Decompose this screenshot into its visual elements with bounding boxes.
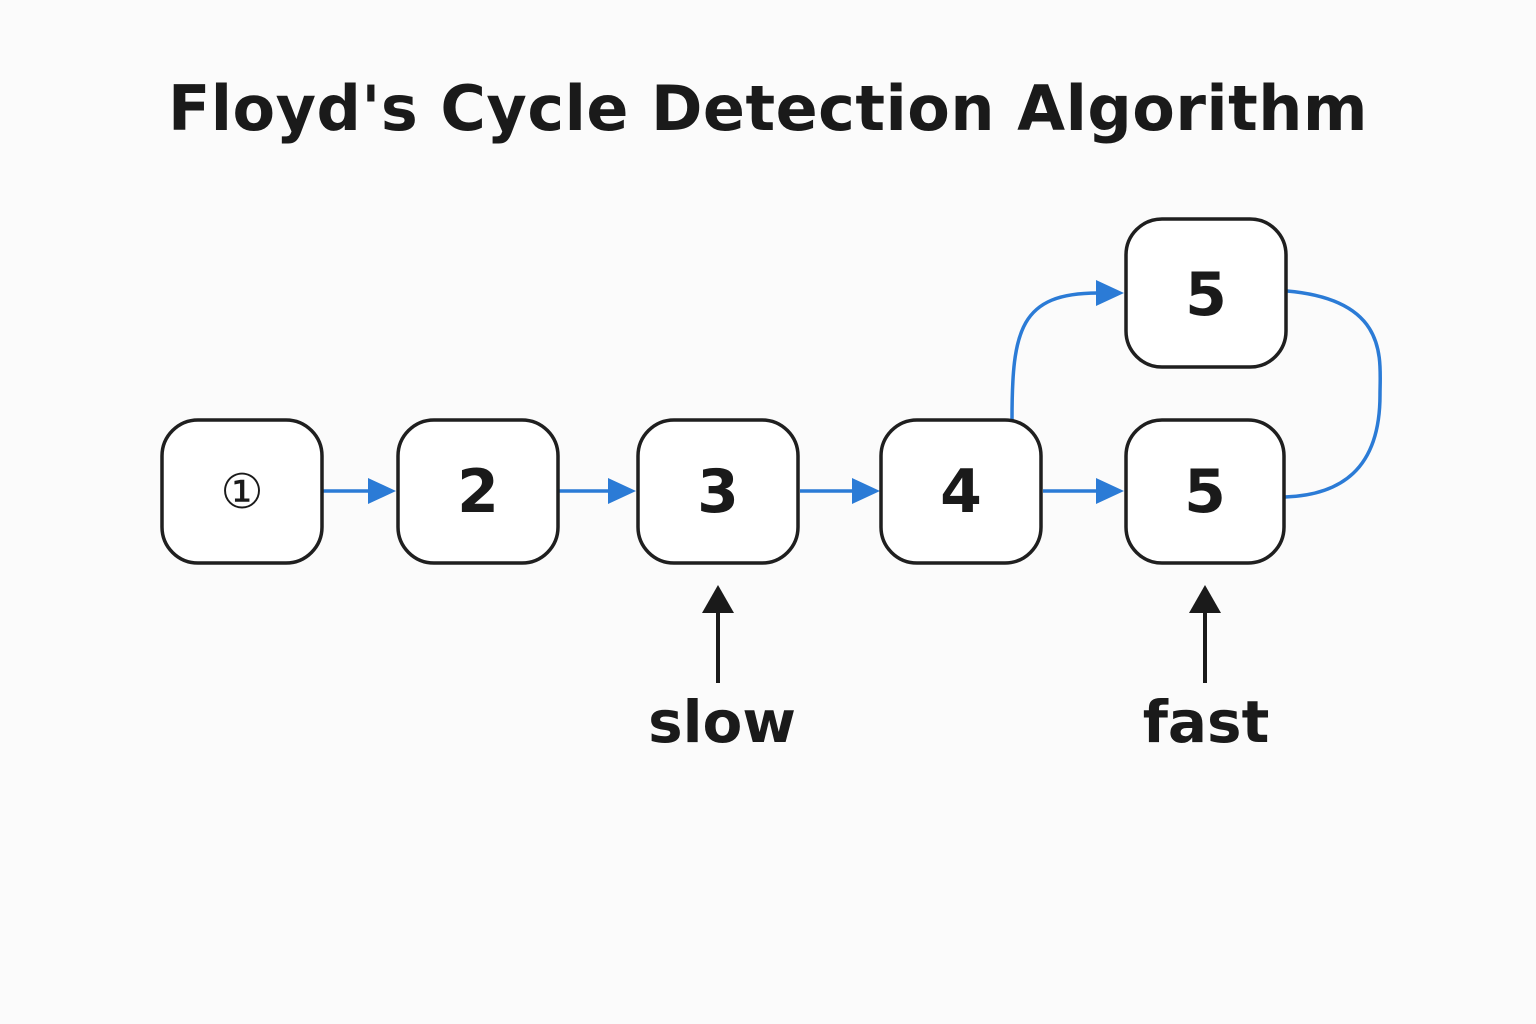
node-2: 2 [396,418,560,565]
node-4: 4 [879,418,1043,565]
diagram-title: Floyd's Cycle Detection Algorithm [167,72,1369,145]
slow-pointer: slow [648,585,796,756]
node-2-label: 2 [457,457,499,527]
node-3: 3 [636,418,800,565]
node-5-top: 5 [1124,217,1288,369]
edge-4-to-5-top [1010,280,1124,421]
edge-3-to-4 [800,478,880,504]
fast-pointer-label: fast [1143,688,1270,756]
edge-5-top-to-5-bottom-cycle [1284,289,1382,499]
fast-pointer: fast [1143,585,1270,756]
slow-pointer-arrowhead [702,585,734,613]
node-5-bottom-label: 5 [1184,457,1226,527]
node-3-label: 3 [697,457,739,527]
node-5-bottom: 5 [1124,418,1286,565]
node-1-label: ① [220,464,263,520]
fast-pointer-arrowhead [1189,585,1221,613]
node-5-top-label: 5 [1185,260,1227,330]
node-1: ① [160,418,324,565]
edge-2-to-3 [559,478,636,504]
edge-1-to-2 [322,478,396,504]
node-4-label: 4 [940,457,982,527]
edges [322,280,1382,504]
slow-pointer-label: slow [648,688,796,756]
edge-4-to-5-bottom [1043,478,1124,504]
